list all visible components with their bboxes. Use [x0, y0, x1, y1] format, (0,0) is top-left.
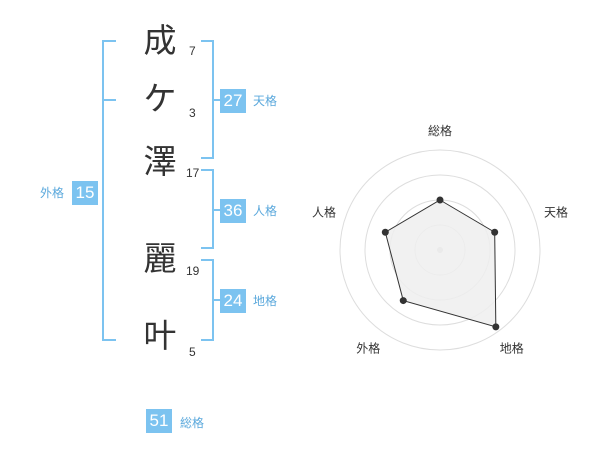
stroke-count-3: 17 [186, 166, 200, 180]
chikaku-value: 24 [220, 289, 246, 313]
stroke-count-1: 7 [189, 44, 196, 58]
radar-point-4 [399, 297, 407, 305]
brackets [102, 40, 220, 341]
radar-ring-4 [339, 149, 541, 351]
stroke-count-4: 19 [186, 264, 200, 278]
gaikaku-bracket [102, 40, 116, 341]
radar-point-1 [436, 196, 444, 204]
name-char-2: ケ [143, 79, 177, 118]
tenkaku-bracket [201, 40, 214, 159]
radar-axis-label-5: 人格 [312, 204, 336, 219]
chikaku-label: 地格 [253, 294, 278, 308]
radar-point-3 [492, 323, 500, 331]
stroke-count-2: 3 [189, 106, 196, 120]
jinkaku-bracket [201, 169, 214, 249]
tenkaku-value: 27 [220, 89, 246, 113]
gaikaku-label: 外格 [40, 186, 65, 200]
tenkaku-label: 天格 [253, 94, 278, 108]
soukaku-label: 総格 [180, 416, 205, 430]
jinkaku-label: 人格 [253, 204, 278, 218]
name-char-4: 麗 [143, 239, 177, 278]
radar-ring-3 [364, 174, 516, 326]
name-char-1: 成 [143, 21, 177, 60]
stroke-count-5: 5 [189, 345, 196, 359]
jinkaku-value: 36 [220, 199, 246, 223]
radar-axis-label-4: 外格 [356, 341, 380, 356]
radar-axis-label-2: 天格 [544, 204, 568, 219]
radar-point-2 [491, 228, 499, 236]
soukaku-value: 51 [146, 409, 172, 433]
name-char-5: 叶 [143, 316, 177, 355]
radar-point-5 [381, 228, 389, 236]
radar-axis-label-3: 地格 [500, 341, 524, 356]
name-char-3: 澤 [143, 142, 177, 181]
radar-axis-label-1: 総格 [428, 123, 452, 138]
chikaku-bracket [201, 259, 214, 341]
radar-series-area [384, 199, 497, 328]
gaikaku-value: 15 [72, 181, 98, 205]
